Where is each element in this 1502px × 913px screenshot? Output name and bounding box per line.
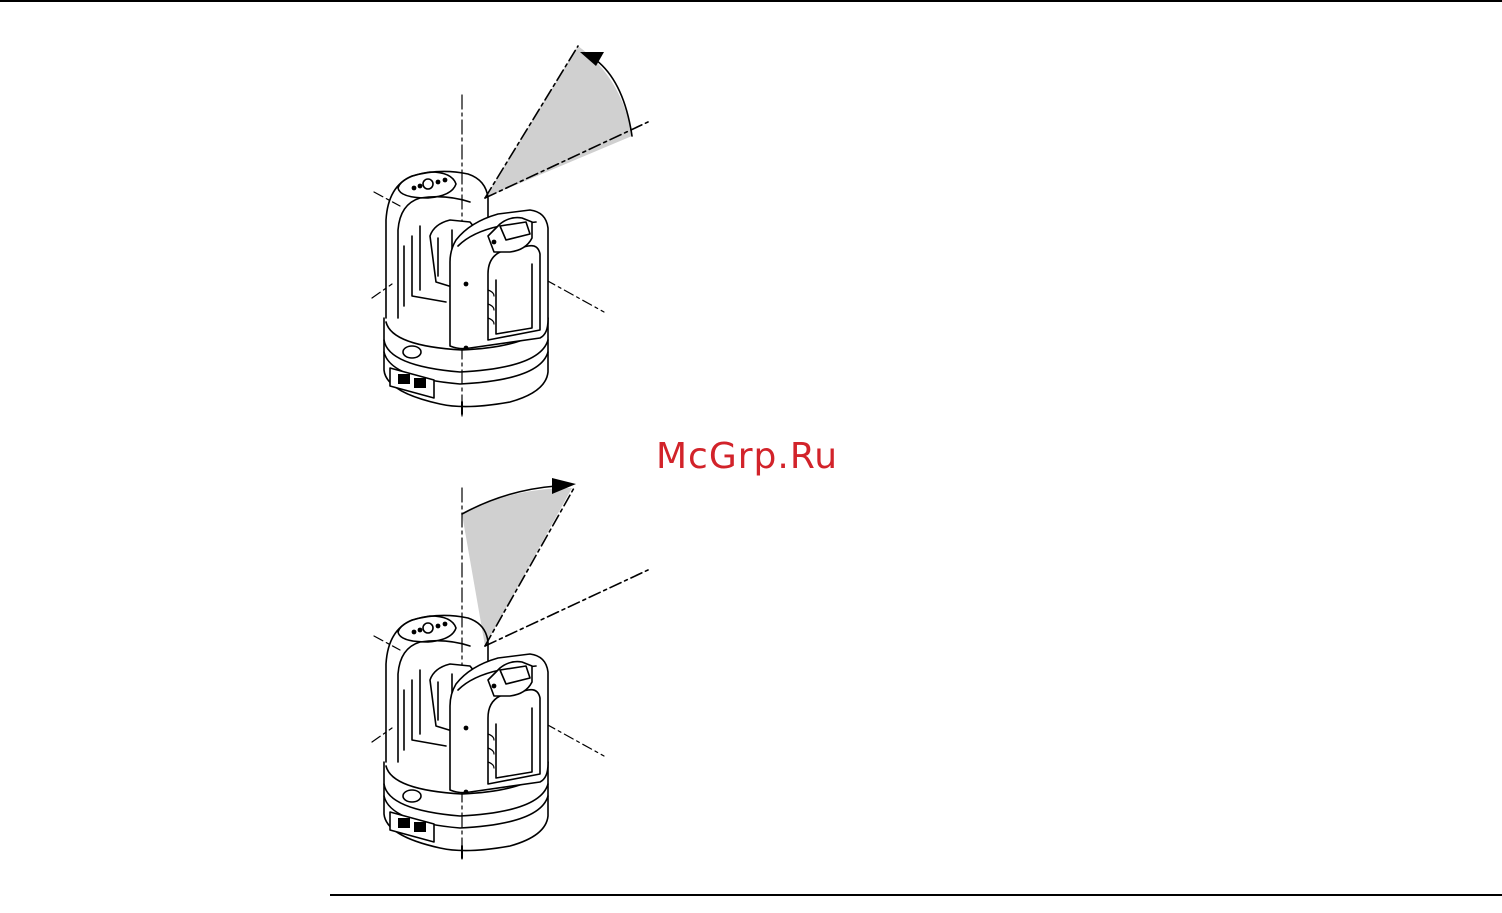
watermark-text: McGrp.Ru bbox=[656, 436, 838, 477]
footer-rule bbox=[330, 894, 1502, 896]
rotation-sector bbox=[462, 488, 572, 646]
